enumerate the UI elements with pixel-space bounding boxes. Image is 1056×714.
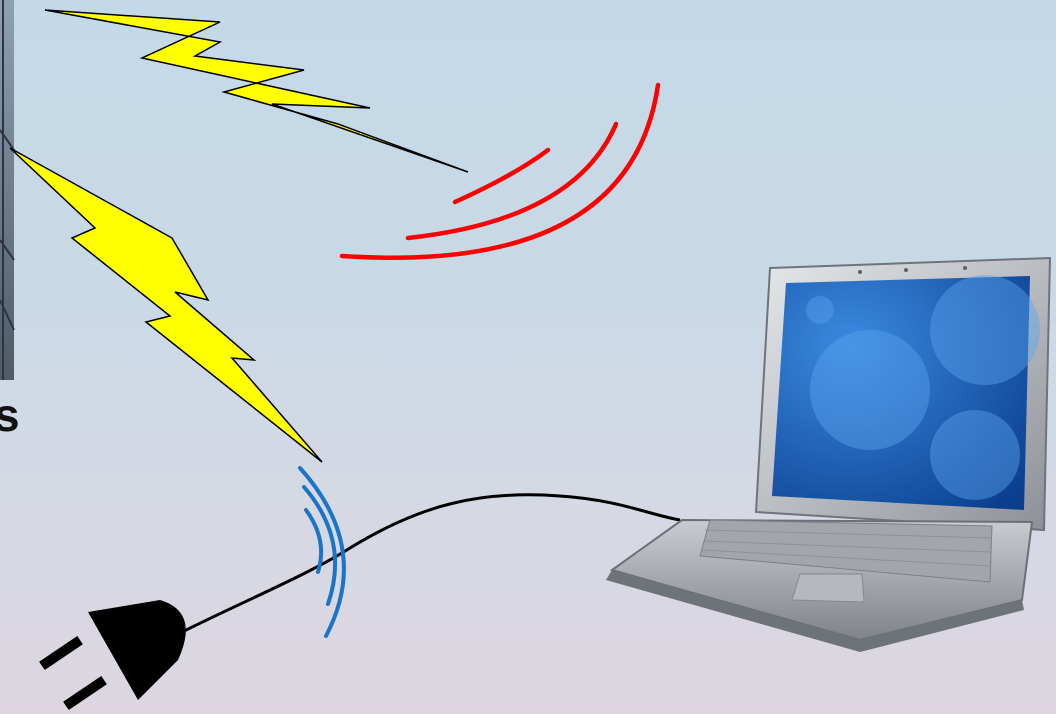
blue-signal-arcs [300,468,344,636]
left-edge-photo [0,0,14,380]
power-plug [39,600,186,710]
lightning-bolt-top [45,10,468,172]
edge-text: s [0,392,20,438]
lightning-bolt-left [10,148,322,462]
laptop-trackpad [792,574,864,602]
laptop [606,258,1050,652]
red-signal-arcs [342,85,658,258]
power-cable [128,495,680,660]
